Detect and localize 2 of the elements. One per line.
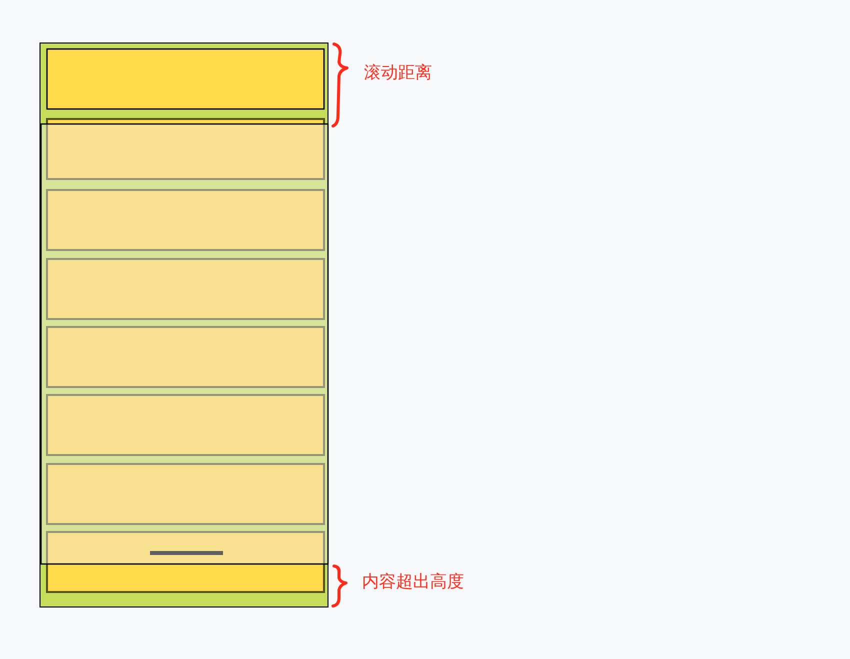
brace-label: 内容超出高度 — [362, 572, 464, 592]
brace-label: 滚动距离 — [364, 63, 432, 83]
